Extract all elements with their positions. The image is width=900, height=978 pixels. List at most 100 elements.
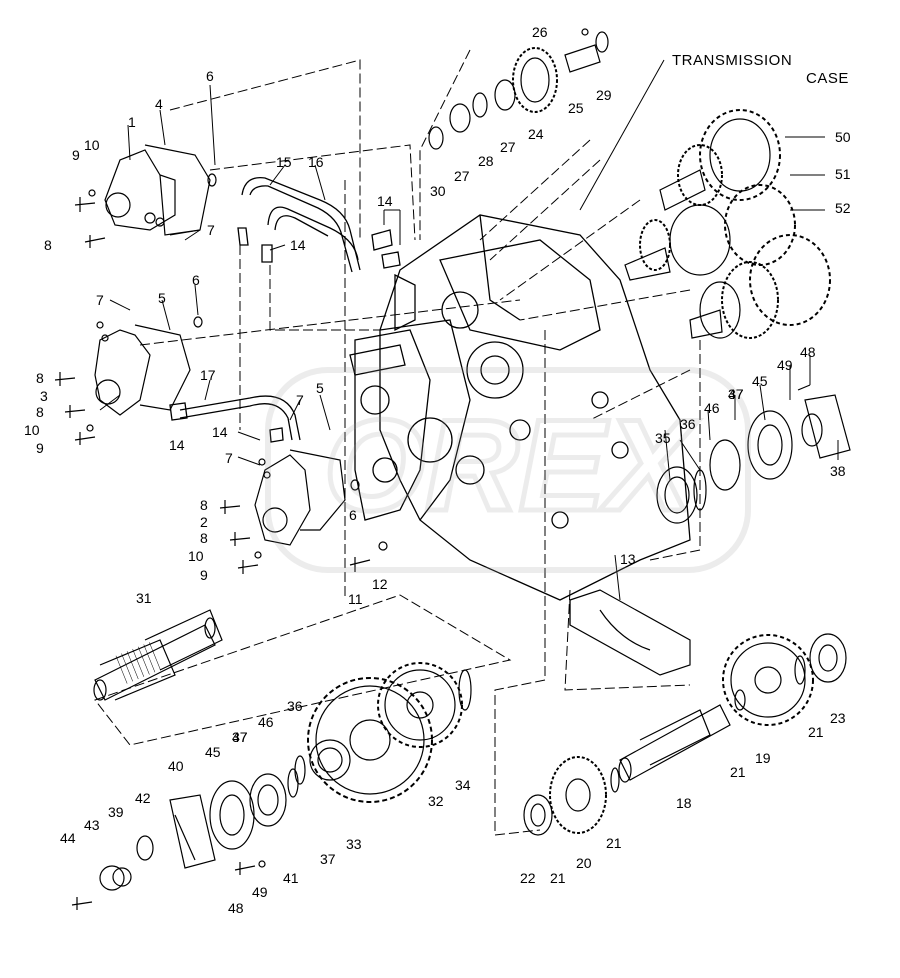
callout-35: 35 <box>655 430 671 446</box>
callout-5b: 5 <box>316 380 324 396</box>
assembly-guide-lines <box>94 49 701 836</box>
callout-14c: 14 <box>169 437 185 453</box>
callout-37c: 37 <box>320 851 336 867</box>
callout-7c: 7 <box>296 392 304 408</box>
callout-2: 2 <box>200 514 208 530</box>
gear-24-assembly <box>428 28 609 150</box>
case-label-line2: CASE <box>806 70 849 87</box>
transmission-case-label-2: CASE <box>806 70 849 88</box>
callout-52: 52 <box>835 200 851 216</box>
callout-27a: 27 <box>500 139 516 155</box>
shaft-18 <box>618 704 731 783</box>
callout-38: 38 <box>830 463 846 479</box>
oil-pump-upper <box>74 144 217 248</box>
callout-8b: 8 <box>36 370 44 386</box>
callout-23: 23 <box>830 710 846 726</box>
callout-4: 4 <box>155 96 163 112</box>
callout-41: 41 <box>283 870 299 886</box>
gear-20 <box>549 756 607 834</box>
callout-9b: 9 <box>36 440 44 456</box>
shaft-31 <box>93 609 223 701</box>
gear-51 <box>624 184 796 281</box>
callout-5a: 5 <box>158 290 166 306</box>
callout-6a: 6 <box>206 68 214 84</box>
callout-31: 31 <box>136 590 152 606</box>
callout-8e: 8 <box>200 530 208 546</box>
callout-9a: 9 <box>72 147 80 163</box>
callout-9c: 9 <box>200 567 208 583</box>
callout-24: 24 <box>528 126 544 142</box>
callout-47b: 47 <box>232 729 248 745</box>
callout-49a: 49 <box>777 357 793 373</box>
callout-36b: 36 <box>287 698 303 714</box>
callout-7d: 7 <box>225 450 233 466</box>
callout-34: 34 <box>455 777 471 793</box>
leader-lines <box>99 59 839 601</box>
pipes <box>169 176 401 443</box>
case-label-line1: TRANSMISSION <box>672 52 793 69</box>
callout-25: 25 <box>568 100 584 116</box>
callout-27b: 27 <box>454 168 470 184</box>
callout-7a: 7 <box>207 222 215 238</box>
callout-50: 50 <box>835 129 851 145</box>
callout-10c: 10 <box>188 548 204 564</box>
callout-45b: 45 <box>205 744 221 760</box>
callout-39: 39 <box>108 804 124 820</box>
callout-40: 40 <box>168 758 184 774</box>
callout-8a: 8 <box>44 237 52 253</box>
callout-21a: 21 <box>730 764 746 780</box>
callout-21b: 21 <box>808 724 824 740</box>
callout-46b: 46 <box>258 714 274 730</box>
callout-10b: 10 <box>24 422 40 438</box>
callout-51: 51 <box>835 166 851 182</box>
callout-3: 3 <box>40 388 48 404</box>
callout-44: 44 <box>60 830 76 846</box>
callout-36a: 36 <box>680 416 696 432</box>
callout-37a: 37 <box>728 386 744 402</box>
callout-20: 20 <box>576 855 592 871</box>
callout-48a: 48 <box>800 344 816 360</box>
callout-48b: 48 <box>228 900 244 916</box>
callout-28: 28 <box>478 153 494 169</box>
oil-pump-middle <box>54 316 203 445</box>
callout-14a: 14 <box>377 193 393 209</box>
callout-8c: 8 <box>36 404 44 420</box>
callout-21c: 21 <box>606 835 622 851</box>
callout-32: 32 <box>428 793 444 809</box>
callout-11: 11 <box>348 591 363 607</box>
callout-33: 33 <box>346 836 362 852</box>
callout-47a: 47 <box>728 386 744 402</box>
callout-12: 12 <box>372 576 388 592</box>
callout-7b: 7 <box>96 292 104 308</box>
bolt-11-12 <box>349 541 388 572</box>
callout-14b: 14 <box>290 237 306 253</box>
callout-21d: 21 <box>550 870 566 886</box>
callout-46a: 46 <box>704 400 720 416</box>
callout-1: 1 <box>128 114 136 130</box>
callout-13: 13 <box>620 551 636 567</box>
bearing-22-23 <box>523 633 847 836</box>
callout-43: 43 <box>84 817 100 833</box>
callout-14d: 14 <box>212 424 228 440</box>
callout-30: 30 <box>430 183 446 199</box>
callout-37b: 37 <box>232 729 248 745</box>
transmission-case-label: TRANSMISSION <box>672 52 792 70</box>
callout-19: 19 <box>755 750 771 766</box>
oil-pump-lower <box>219 449 360 574</box>
callout-16: 16 <box>308 154 324 170</box>
callout-6c: 6 <box>349 507 357 523</box>
callout-18: 18 <box>676 795 692 811</box>
gear-50 <box>659 109 781 211</box>
callout-29: 29 <box>596 87 612 103</box>
yoke-assembly-lower <box>71 773 287 910</box>
transmission-case <box>349 214 691 601</box>
callout-42: 42 <box>135 790 151 806</box>
callout-10a: 10 <box>84 137 100 153</box>
cover-13 <box>569 589 691 676</box>
callout-6b: 6 <box>192 272 200 288</box>
gear-cluster-32-33 <box>287 662 472 803</box>
gear-52 <box>689 234 831 339</box>
callout-15: 15 <box>276 154 292 170</box>
gear-19 <box>722 634 814 726</box>
